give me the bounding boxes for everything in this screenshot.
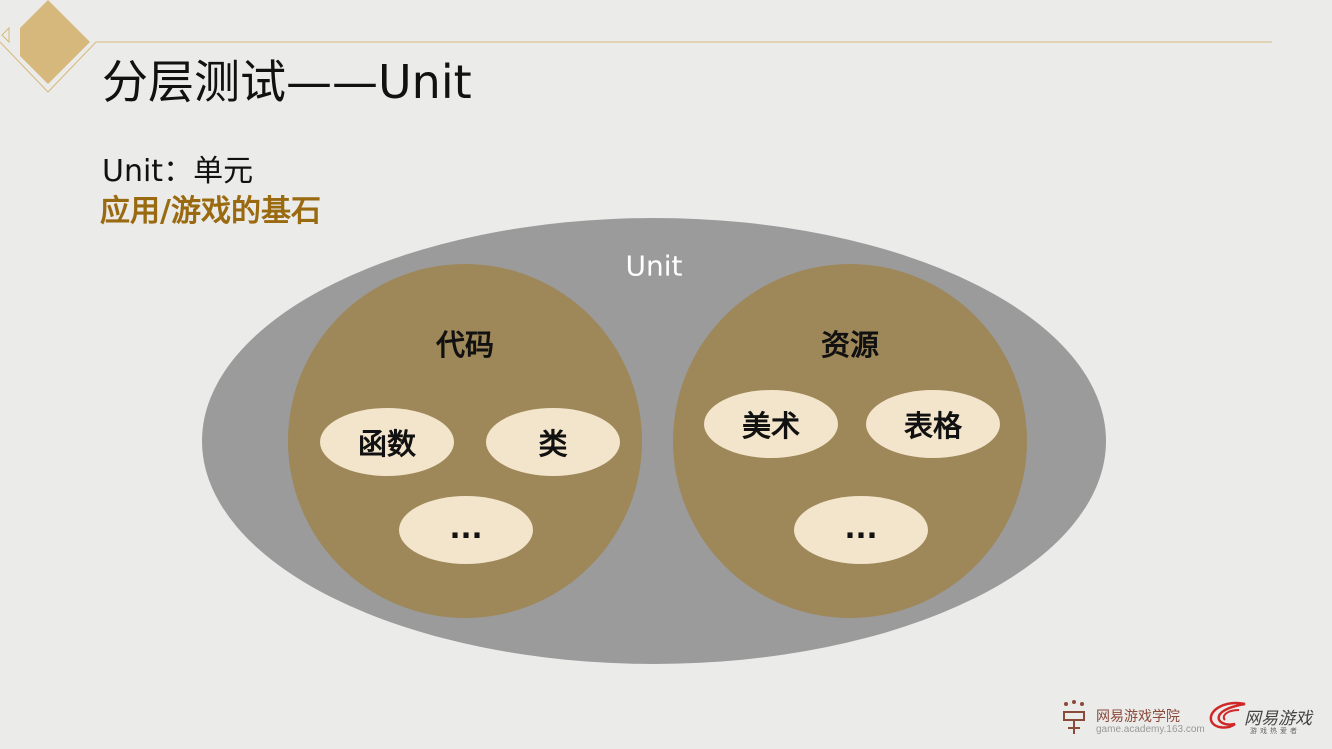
item-oval — [704, 390, 838, 458]
code-group-label: 代码 — [435, 328, 495, 362]
academy-url: game.academy.163.com — [1096, 724, 1205, 735]
item-label: ... — [449, 511, 483, 545]
page-title: 分层测试——Unit — [102, 55, 472, 109]
subtitle: Unit：单元 — [102, 154, 254, 189]
unit-label: Unit — [625, 249, 683, 283]
brand-name: 网易游戏 — [1244, 709, 1312, 729]
item-oval — [866, 390, 1000, 458]
item-oval — [320, 408, 454, 476]
item-label: 函数 — [357, 427, 417, 461]
item-oval — [486, 408, 620, 476]
diamond-icon — [20, 0, 90, 84]
item-label: 类 — [538, 427, 568, 461]
item-label: 表格 — [903, 409, 963, 443]
brand-slogan: 游戏热爱者 — [1250, 727, 1300, 735]
item-label: 美术 — [741, 409, 801, 443]
item-oval — [794, 496, 928, 564]
resource-group-label: 资源 — [820, 328, 880, 362]
tagline: 应用/游戏的基石 — [100, 194, 321, 229]
header-rule — [0, 41, 1272, 93]
arrow-left-icon — [1, 26, 10, 44]
academy-logo-icon — [1063, 700, 1085, 734]
academy-name: 网易游戏学院 — [1096, 709, 1180, 725]
header-decoration — [0, 0, 1272, 93]
item-oval — [399, 496, 533, 564]
item-label: ... — [844, 511, 878, 545]
netease-games-logo-icon — [1209, 701, 1246, 729]
